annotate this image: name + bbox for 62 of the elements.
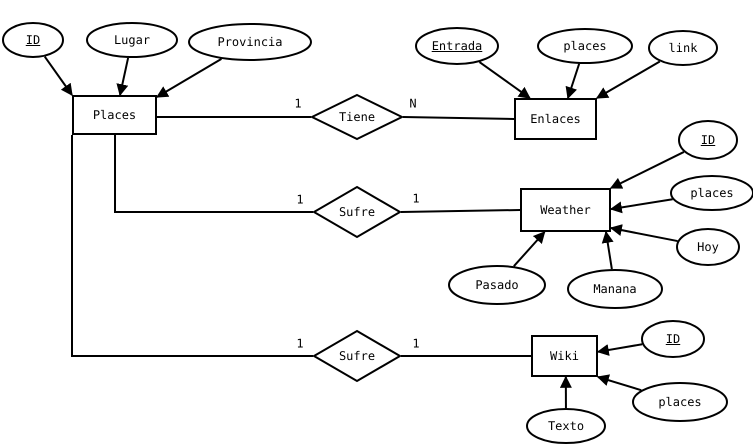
- attribute-name: Entrada: [432, 39, 482, 53]
- attribute-name: Manana: [593, 282, 637, 296]
- attribute-ellipse: [632, 382, 728, 422]
- attribute-ellipse: [188, 23, 312, 61]
- key-attribute-ellipse: [415, 27, 499, 65]
- attribute-name: Pasado: [475, 278, 519, 292]
- attribute-name: places: [563, 39, 607, 53]
- arrow: [596, 343, 642, 356]
- entity-name: Wiki: [550, 349, 579, 363]
- arrow: [116, 58, 130, 96]
- arrow: [44, 56, 73, 96]
- attribute-name: places: [690, 186, 734, 200]
- attribute-name: Provincia: [217, 35, 283, 49]
- attribute-ellipse: [526, 408, 606, 444]
- arrow: [610, 224, 678, 242]
- relationship-line: [400, 209, 520, 213]
- entity-box: [520, 188, 611, 232]
- attribute-name: ID: [700, 133, 716, 147]
- relationship-line: [157, 116, 311, 118]
- attribute-ellipse: [648, 30, 718, 66]
- attribute-ellipse: [567, 269, 663, 309]
- attribute-name: ID: [26, 33, 40, 47]
- relationship-line: [114, 135, 313, 213]
- relationship-diamond: [311, 94, 403, 140]
- relationship-diamond: [313, 186, 401, 238]
- relationship-line: [401, 355, 531, 357]
- relationship-name: Tiene: [338, 110, 376, 124]
- key-attribute-ellipse: [2, 22, 64, 58]
- attribute-name: Hoy: [697, 240, 719, 254]
- key-attribute-ellipse: [678, 120, 738, 160]
- cardinality-label: N: [407, 98, 419, 110]
- entity-box: [72, 95, 157, 135]
- relationship-line: [402, 116, 514, 120]
- arrow: [602, 230, 614, 270]
- attribute-name: link: [668, 41, 698, 55]
- attribute-name: places: [658, 395, 702, 409]
- entity-name: Enlaces: [530, 112, 581, 126]
- arrow: [596, 60, 660, 99]
- arrow: [596, 374, 642, 392]
- relationship-name: Sufre: [338, 349, 376, 363]
- arrow: [478, 61, 531, 99]
- entity-name: Places: [92, 108, 136, 122]
- entity-box: [531, 335, 598, 377]
- attribute-ellipse: [676, 228, 740, 266]
- attribute-name: Lugar: [114, 33, 150, 47]
- entity-name: Weather: [540, 203, 591, 217]
- attribute-name: ID: [666, 332, 680, 346]
- arrow: [513, 231, 546, 267]
- arrow: [610, 151, 684, 189]
- arrow: [566, 64, 580, 100]
- entity-box: [514, 98, 597, 140]
- relationship-line: [71, 135, 313, 357]
- attribute-ellipse: [86, 22, 178, 58]
- attribute-ellipse: [448, 265, 546, 305]
- arrow: [610, 198, 673, 214]
- attribute-name: Texto: [548, 419, 584, 433]
- attribute-ellipse: [537, 28, 633, 64]
- arrow: [156, 58, 222, 98]
- key-attribute-ellipse: [641, 320, 705, 358]
- arrow: [560, 376, 572, 408]
- relationship-name: Sufre: [338, 205, 376, 219]
- relationship-diamond: [313, 330, 401, 382]
